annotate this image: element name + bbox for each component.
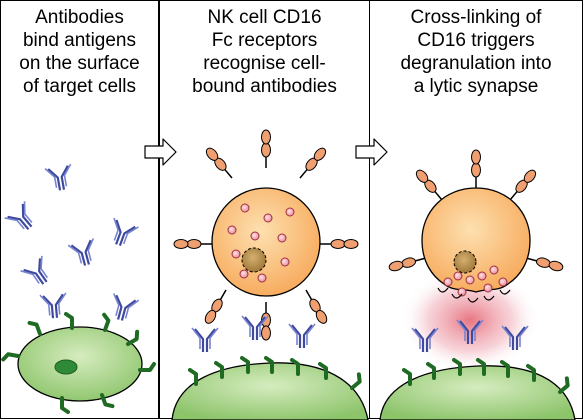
antibody xyxy=(190,326,220,354)
nk-cell xyxy=(421,187,531,293)
granule xyxy=(477,271,487,281)
caption-line: bind antigens xyxy=(22,30,137,51)
nk-cell-nucleus xyxy=(453,250,477,274)
cd16-receptor xyxy=(301,287,330,326)
granule xyxy=(227,225,237,235)
target-cell xyxy=(379,365,576,420)
granule xyxy=(443,277,453,287)
granule xyxy=(250,231,260,241)
antigen xyxy=(27,318,42,339)
granule xyxy=(240,203,250,213)
cd16-receptor xyxy=(173,238,213,250)
granule xyxy=(465,275,475,285)
cd16-receptor xyxy=(524,252,565,273)
antibody xyxy=(38,291,70,321)
panel-3-graphics xyxy=(379,149,576,420)
caption-line: recognise cell- xyxy=(203,53,326,74)
granule xyxy=(277,233,287,243)
target-cell-nucleus xyxy=(54,359,78,375)
antigen xyxy=(123,329,143,346)
granule xyxy=(453,271,463,281)
panel-1-caption: Antibodies bind antigens on the surface … xyxy=(2,6,157,98)
antigen xyxy=(64,312,74,330)
nk-cell-nucleus xyxy=(241,247,267,273)
caption-line: of target cells xyxy=(23,76,136,97)
granule xyxy=(498,277,508,287)
cd16-receptor xyxy=(319,238,359,250)
caption-line: Cross-linking of xyxy=(410,7,542,28)
cd16-receptor xyxy=(470,149,482,189)
caption-line: NK cell CD16 xyxy=(207,7,322,28)
caption-line: Antibodies xyxy=(35,7,124,28)
arrow-right-icon xyxy=(355,138,388,166)
panel-1-graphics xyxy=(1,163,156,414)
panel-1-frame xyxy=(0,0,159,419)
antigen xyxy=(97,312,112,332)
caption-line: bound antibodies xyxy=(192,76,337,97)
cd16-receptor xyxy=(413,167,447,204)
antibody xyxy=(287,322,317,350)
cd16-receptor xyxy=(387,252,428,273)
antibody xyxy=(3,200,42,238)
antibody xyxy=(43,163,76,194)
cd16-receptor xyxy=(202,287,231,326)
caption-line: CD16 triggers xyxy=(417,30,535,51)
cd16-receptor xyxy=(260,129,272,169)
antibody xyxy=(104,216,140,251)
caption-line: on the surface xyxy=(19,53,140,74)
cd16-receptor xyxy=(295,145,329,182)
caption-line: a lytic synapse xyxy=(413,76,539,97)
granule xyxy=(263,213,273,223)
granule xyxy=(280,257,290,267)
arrow-right-icon xyxy=(144,138,177,166)
granule xyxy=(483,283,493,293)
antigen xyxy=(188,368,198,386)
granule xyxy=(231,249,241,259)
antibody xyxy=(19,254,57,292)
cd16-receptor xyxy=(505,167,539,204)
antibody xyxy=(67,237,101,270)
target-cell xyxy=(17,326,143,402)
panel-2-graphics xyxy=(171,129,369,420)
cd16-receptor xyxy=(203,145,237,182)
granule xyxy=(257,273,267,283)
antigen xyxy=(1,351,21,364)
panel-2-caption: NK cell CD16 Fc receptors recognise cell… xyxy=(161,6,368,98)
degranulation-vesicles xyxy=(437,287,511,303)
caption-line: degranulation into xyxy=(400,53,552,74)
panel-3-caption: Cross-linking of CD16 triggers degranula… xyxy=(371,6,581,98)
granule xyxy=(239,269,249,279)
caption-line: Fc receptors xyxy=(211,30,318,51)
granule xyxy=(285,207,295,217)
antibody xyxy=(106,292,140,325)
granule xyxy=(489,265,499,275)
